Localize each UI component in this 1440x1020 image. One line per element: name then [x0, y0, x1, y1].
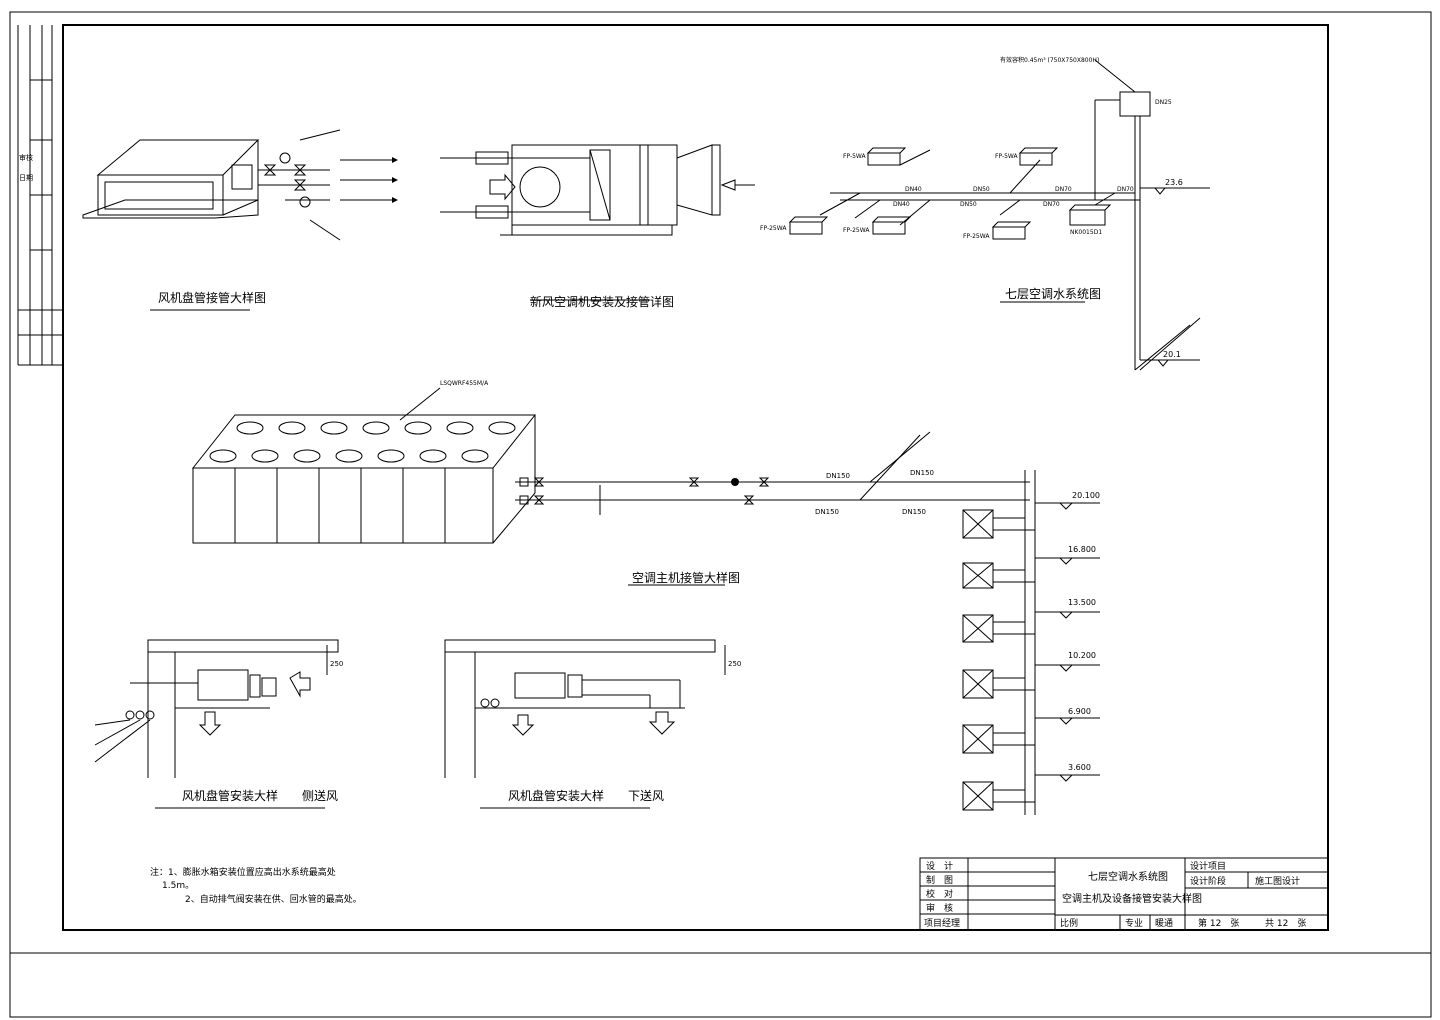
tb-row-3: 校 对 — [926, 888, 953, 900]
floor1-elev: 3.600 — [1068, 763, 1091, 772]
tb-sheet-total: 共 12 张 — [1265, 918, 1306, 929]
dn70-b: DN70 — [1043, 201, 1060, 208]
dn70-a: DN70 — [1055, 186, 1072, 193]
chiller-model: LSQWRF455M/A — [440, 380, 489, 387]
left-strip-b: 日期 — [19, 174, 33, 182]
floor4-elev: 13.500 — [1068, 598, 1096, 607]
notes: 注：1、膨胀水箱安装位置应高出水系统最高处 1.5m。 2、自动排气阀安装在供、… — [150, 866, 362, 905]
title-chiller: 空调主机接管大样图 — [632, 570, 740, 585]
dn150-c: DN150 — [815, 508, 839, 516]
dn150-d: DN150 — [902, 508, 926, 516]
tb-specialty-value: 暖通 — [1155, 917, 1173, 929]
dn40-a: DN40 — [905, 186, 922, 193]
fp25wa-b: FP-25WA — [843, 227, 870, 234]
tb-phase-label: 设计阶段 — [1190, 875, 1226, 887]
tb-project-label: 设计项目 — [1190, 860, 1226, 872]
fp5wa-b: FP-5WA — [995, 153, 1019, 160]
drawing-frame — [62, 24, 1329, 931]
title-block: 设 计 制 图 校 对 审 核 项目经理 七层空调水系统图 空调主机及设备接管安… — [919, 857, 1329, 931]
tb-sheet-no: 第 12 张 — [1198, 917, 1239, 929]
nk-unit: NK0015D1 — [1070, 229, 1102, 236]
tb-drawing-title-1: 七层空调水系统图 — [1088, 870, 1168, 883]
floor5-elev: 16.800 — [1068, 545, 1096, 554]
tb-phase-value: 施工图设计 — [1255, 875, 1300, 887]
ahu-detail: 新风空调机安装及接管详图 — [440, 144, 755, 309]
title-fcu-pipe: 风机盘管接管大样图 — [158, 290, 266, 305]
tb-row-5: 项目经理 — [924, 917, 960, 929]
fcu-side-supply: 250 风机盘管安装大样 侧送风 — [94, 639, 343, 809]
dn70-c: DN70 — [1117, 186, 1134, 193]
expansion-tank — [1119, 91, 1151, 117]
fcu-down-supply: 250 风机盘管安装大样 下送风 — [444, 639, 741, 809]
left-strip-a: 审核 — [19, 153, 33, 162]
tb-row-2: 制 图 — [926, 874, 953, 886]
tb-specialty-label: 专业 — [1125, 917, 1143, 929]
dn25-label: DN25 — [1155, 99, 1172, 106]
fcu-pipe-detail: 风机盘管接管大样图 — [82, 129, 398, 311]
dim-250-a: 250 — [330, 660, 343, 668]
dim-250-b: 250 — [728, 660, 741, 668]
title-seventh-floor: 七层空调水系统图 — [1005, 287, 1101, 301]
dn50-b: DN50 — [960, 201, 977, 208]
dn150-b: DN150 — [910, 469, 934, 477]
floor3-elev: 10.200 — [1068, 651, 1096, 660]
chiller-piping: DN150 DN150 DN150 DN150 — [515, 431, 1036, 815]
note-line-1: 注：1、膨胀水箱安装位置应高出水系统最高处 — [150, 866, 336, 878]
fp25wa-a: FP-25WA — [760, 225, 787, 232]
seventh-floor-system: 有效容积0.45m³ (750X750X800H) DN25 FP-5WA FP… — [760, 56, 1210, 371]
fp5wa-a: FP-5WA — [843, 153, 867, 160]
elev-23-6: 23.6 — [1165, 178, 1183, 187]
sheet-border — [9, 11, 1432, 1018]
title-fcu-down: 风机盘管安装大样 下送风 — [508, 788, 664, 803]
note-line-2: 1.5m。 — [162, 881, 194, 891]
title-ahu: 新风空调机安装及接管详图 — [530, 294, 674, 309]
tb-row-4: 审 核 — [926, 902, 953, 914]
tb-drawing-title-2: 空调主机及设备接管安装大样图 — [1062, 892, 1202, 905]
chiller-fans — [209, 421, 516, 463]
floor2-elev: 6.900 — [1068, 707, 1091, 716]
dn40-b: DN40 — [893, 201, 910, 208]
fp25wa-c: FP-25WA — [963, 233, 990, 240]
note-line-3: 2、自动排气阀安装在供、回水管的最高处。 — [185, 893, 362, 905]
dn150-a: DN150 — [826, 472, 850, 480]
floor6-elev: 20.100 — [1072, 491, 1100, 500]
elev-20-1: 20.1 — [1163, 350, 1181, 359]
title-fcu-side: 风机盘管安装大样 侧送风 — [182, 788, 338, 803]
tb-row-1: 设 计 — [926, 860, 953, 872]
expansion-tank-spec: 有效容积0.45m³ (750X750X800H) — [1000, 56, 1099, 64]
dn50-a: DN50 — [973, 186, 990, 193]
tb-scale-label: 比例 — [1060, 917, 1078, 929]
riser-floors: 20.100 16.800 13.500 10.200 6.900 3.600 — [962, 491, 1100, 811]
left-binding-strip: 审核 日期 — [17, 25, 63, 366]
chiller-unit: LSQWRF455M/A 空调主机接管大样图 — [191, 380, 740, 586]
